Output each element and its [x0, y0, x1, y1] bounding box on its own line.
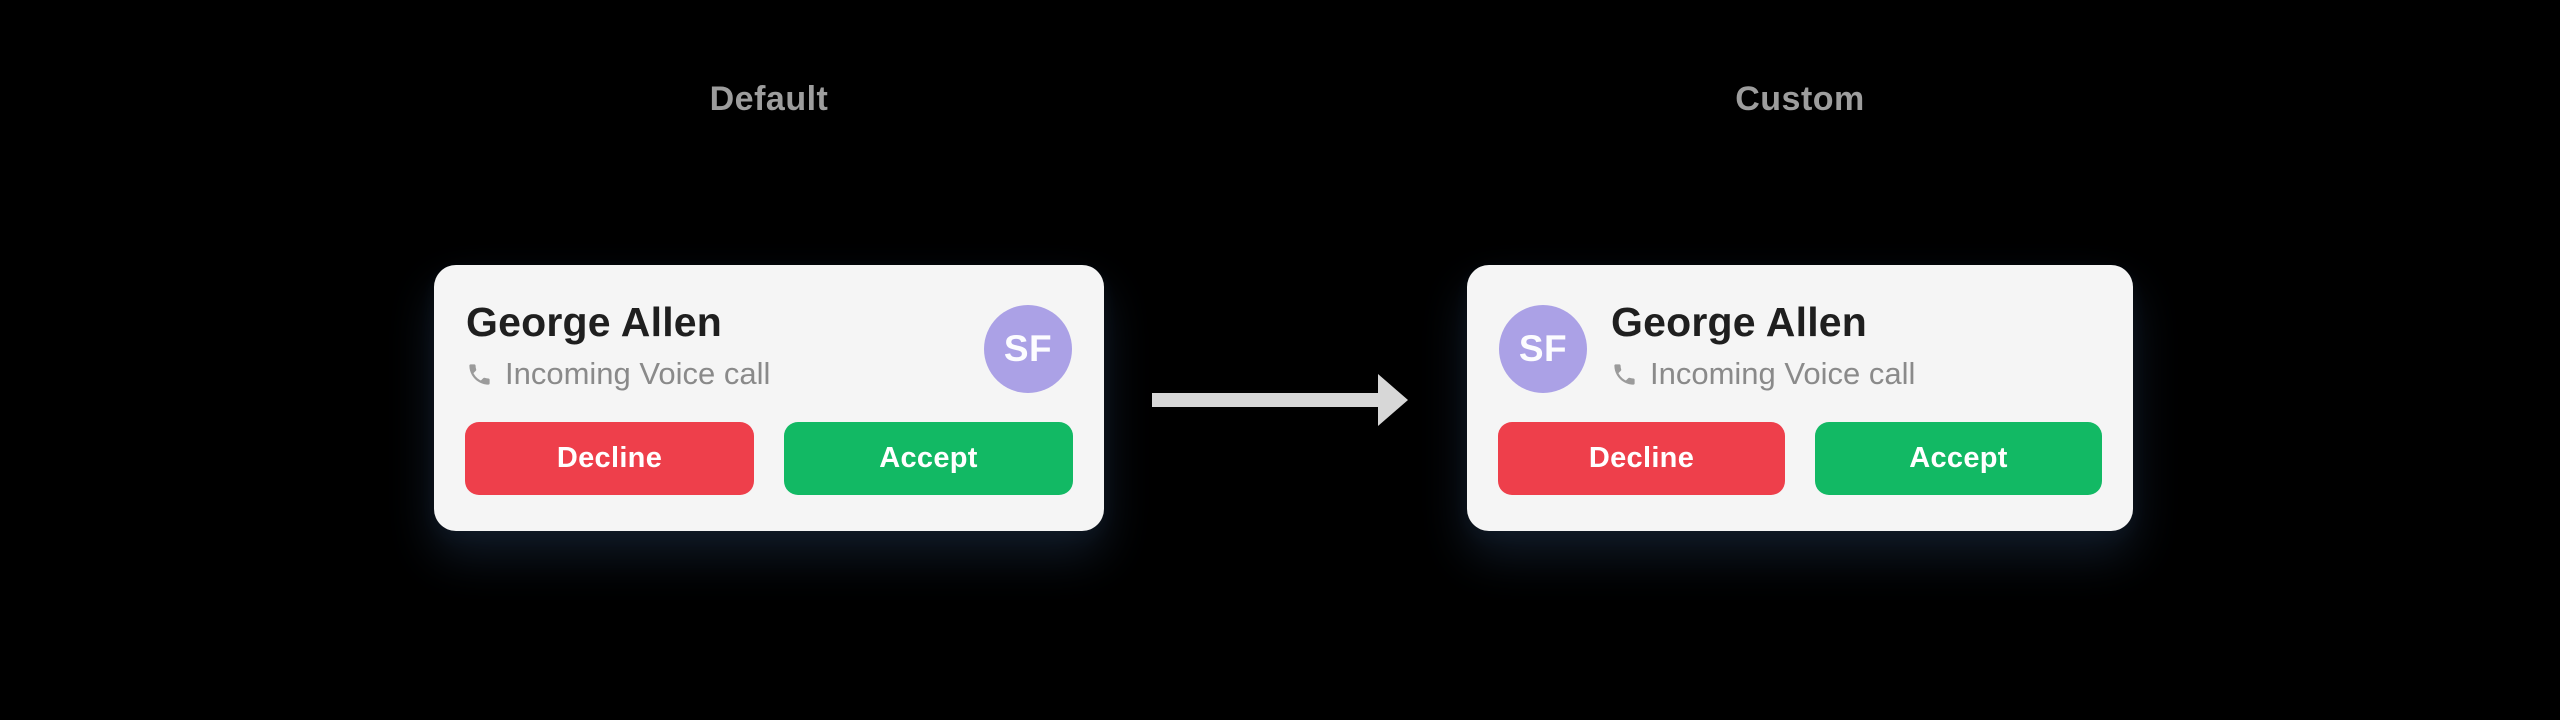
avatar-initials: SF [1003, 328, 1053, 369]
call-status-text: Incoming Voice call [505, 356, 771, 391]
accept-button[interactable]: Accept [1815, 422, 2102, 495]
card-header: George Allen Incoming Voice call SF [1499, 299, 2101, 393]
incoming-call-card-default: George Allen Incoming Voice call SF Decl… [434, 265, 1104, 531]
avatar: SF [1499, 305, 1587, 393]
card-header: George Allen Incoming Voice call SF [466, 299, 1072, 393]
incoming-call-card-custom: George Allen Incoming Voice call SF Decl… [1467, 265, 2133, 531]
right-arrow-icon [1378, 374, 1408, 426]
variant-label-default: Default [709, 80, 829, 118]
call-actions: Decline Accept [1498, 422, 2102, 495]
accept-button[interactable]: Accept [784, 422, 1073, 495]
decline-button[interactable]: Decline [465, 422, 754, 495]
caller-info: George Allen Incoming Voice call [466, 299, 770, 391]
variant-label-custom: Custom [1735, 80, 1865, 118]
phone-icon [1611, 361, 1638, 388]
caller-info: George Allen Incoming Voice call [1611, 299, 1915, 391]
arrow-shaft [1152, 393, 1380, 407]
transform-arrow [1152, 374, 1408, 426]
avatar-initials: SF [1518, 328, 1568, 369]
call-actions: Decline Accept [465, 422, 1073, 495]
phone-icon [466, 361, 493, 388]
avatar: SF [984, 305, 1072, 393]
call-status: Incoming Voice call [466, 357, 770, 391]
decline-button[interactable]: Decline [1498, 422, 1785, 495]
call-status: Incoming Voice call [1611, 357, 1915, 391]
caller-name: George Allen [1611, 299, 1868, 345]
caller-name: George Allen [466, 299, 723, 345]
call-status-text: Incoming Voice call [1650, 356, 1916, 391]
